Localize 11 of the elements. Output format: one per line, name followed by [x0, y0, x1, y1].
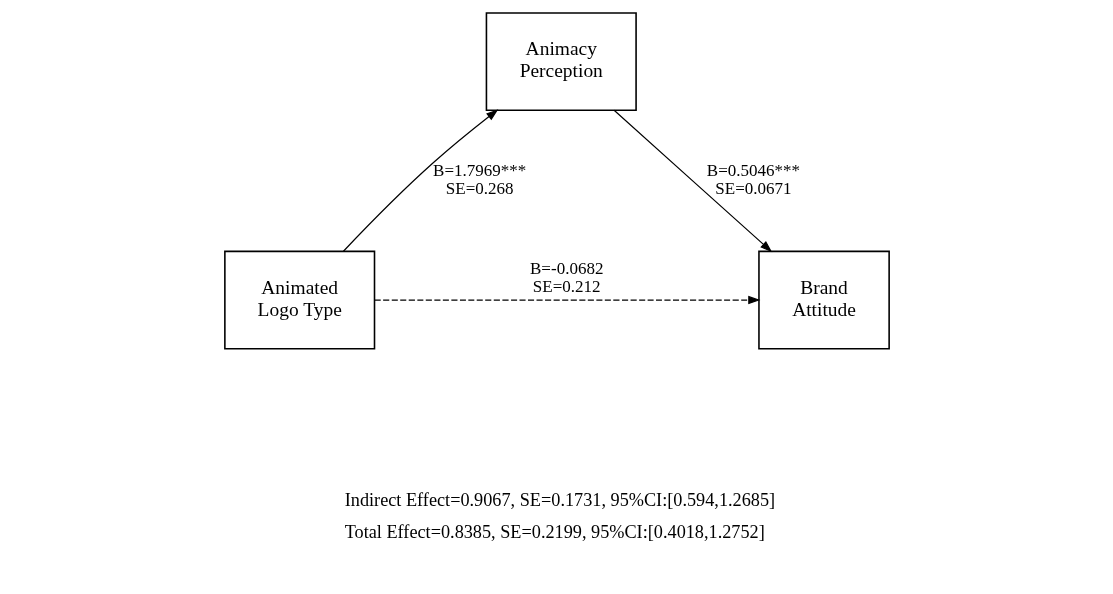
arrow: [342, 109, 498, 252]
edge-label: B=0.5046*** SE=0.0671: [706, 161, 800, 199]
label: Indirect Effect=0.9067, SE=0.1731, 95%CI:[0.594,1.2685]: [344, 489, 775, 510]
node-box: Brand Attitude: [757, 250, 890, 350]
node-box: Animated Logo Type: [223, 250, 375, 350]
node-box: Animacy Perception: [485, 12, 637, 112]
arrow: [373, 295, 760, 305]
edge-label: B=-0.0682 SE=0.212: [529, 258, 603, 296]
edge-label: B=1.7969*** SE=0.268: [432, 161, 526, 199]
arrow: [613, 109, 772, 253]
label: Total Effect=0.8385, SE=0.2199, 95%CI:[0.4018,1.2752]: [344, 522, 765, 543]
